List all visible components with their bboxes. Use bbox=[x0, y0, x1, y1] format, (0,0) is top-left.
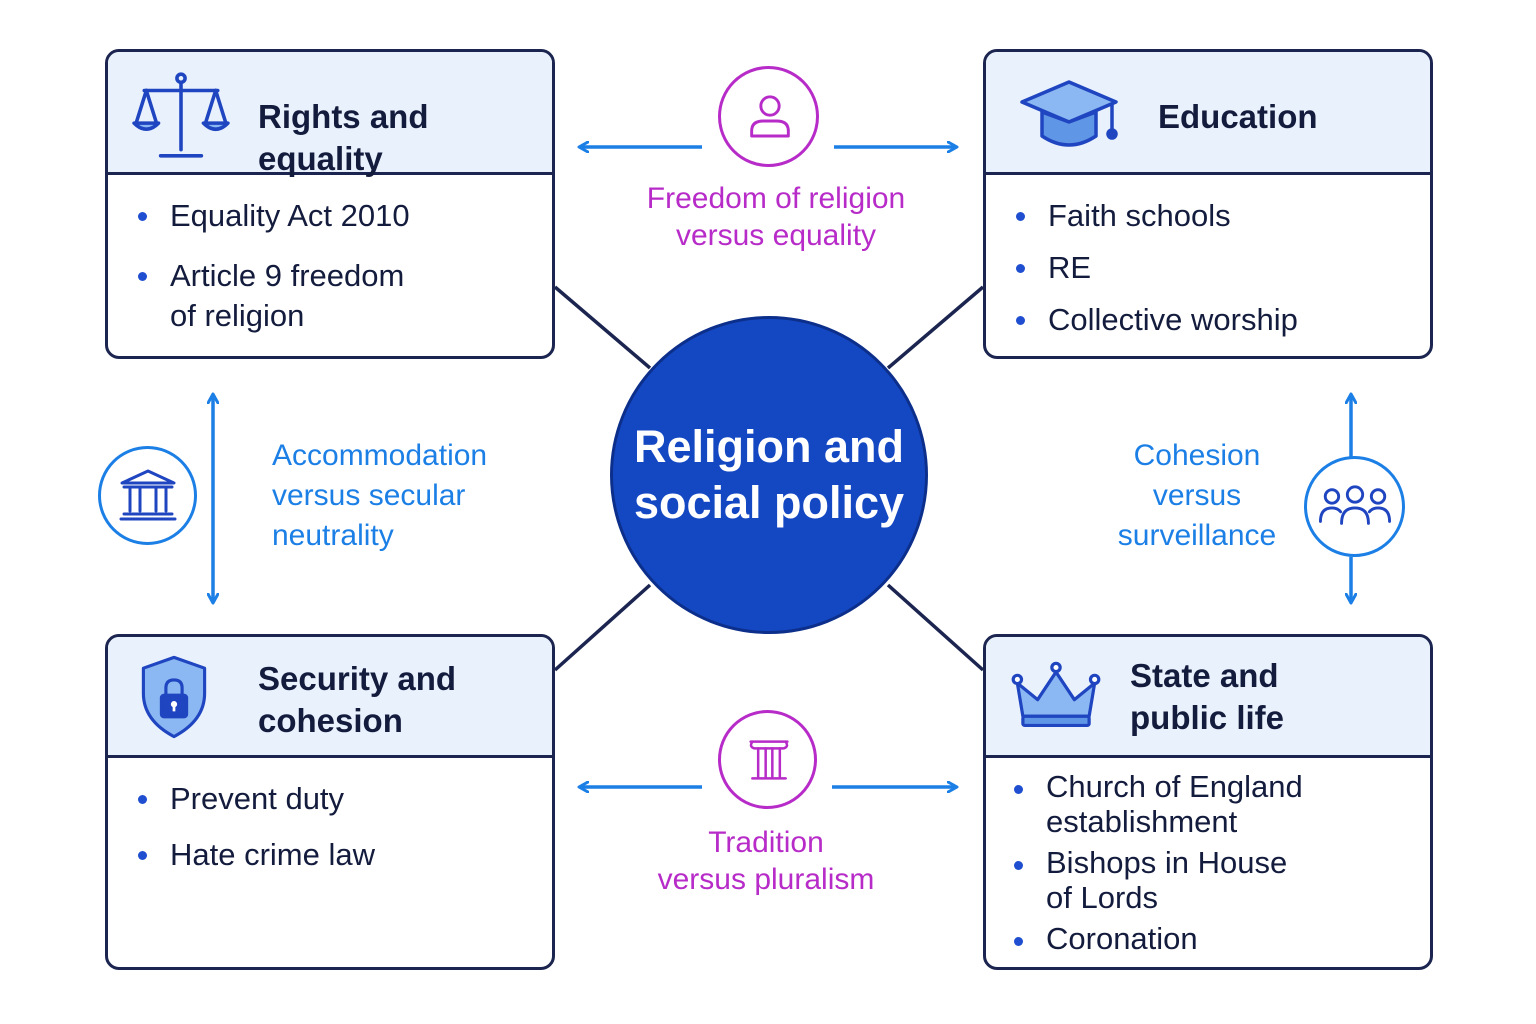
spoke-line-state bbox=[886, 583, 985, 672]
card-title: Education bbox=[1158, 98, 1318, 135]
list-item: Prevent duty bbox=[136, 779, 546, 819]
relation-right-icon-circle bbox=[1304, 456, 1405, 557]
card-header: Education bbox=[986, 52, 1430, 175]
list-item: Faith schools bbox=[1014, 196, 1424, 236]
list-item: Coronation bbox=[1012, 921, 1422, 956]
card-rights-and-equality: Rights and equality Equality Act 2010 Ar… bbox=[105, 49, 555, 359]
card-title: Rights and equality bbox=[258, 98, 429, 177]
central-topic-node: Religion and social policy bbox=[610, 316, 928, 634]
card-security-and-cohesion: Security and cohesion Prevent duty Hate … bbox=[105, 634, 555, 970]
list-item: Bishops in House of Lords bbox=[1012, 845, 1422, 915]
spoke-line-security bbox=[553, 583, 652, 672]
list-item: Church of England establishment bbox=[1012, 769, 1422, 839]
relation-left-label: Accommodation versus secular neutrality bbox=[272, 439, 488, 552]
relation-top-icon-circle bbox=[718, 66, 819, 167]
card-header: Rights and equality bbox=[108, 52, 552, 177]
institution-building-icon bbox=[119, 469, 177, 521]
relation-bottom-label: Tradition versus pluralism bbox=[657, 826, 875, 896]
bullet-list: Faith schools RE Collective worship bbox=[1014, 196, 1424, 340]
card-title: State and public life bbox=[1130, 657, 1285, 736]
shield-lock-icon bbox=[141, 655, 207, 739]
card-education: Education Faith schools RE Collective wo… bbox=[983, 49, 1433, 359]
spoke-line-rights bbox=[553, 285, 652, 370]
list-item: Article 9 freedom of religion bbox=[136, 256, 546, 336]
relation-left-icon-circle bbox=[98, 446, 197, 545]
relation-bottom-icon-circle bbox=[718, 710, 817, 809]
list-item: Equality Act 2010 bbox=[136, 196, 546, 236]
crown-icon bbox=[1011, 661, 1101, 728]
card-header: State and public life bbox=[986, 637, 1430, 758]
list-item: Hate crime law bbox=[136, 835, 546, 875]
central-topic-label: Religion and social policy bbox=[633, 421, 905, 528]
group-icon bbox=[1318, 485, 1391, 525]
bullet-list: Church of England establishment Bishops … bbox=[1012, 769, 1422, 956]
list-item: Collective worship bbox=[1014, 300, 1424, 340]
graduation-cap-icon bbox=[1020, 80, 1118, 147]
relation-top-label: Freedom of religion versus equality bbox=[646, 182, 906, 252]
scales-icon bbox=[132, 72, 230, 158]
bullet-list: Prevent duty Hate crime law bbox=[136, 779, 546, 875]
list-item: RE bbox=[1014, 248, 1424, 288]
column-pillar-icon bbox=[749, 740, 789, 780]
relation-right-label: Cohesion versus surveillance bbox=[1117, 439, 1277, 552]
card-header: Security and cohesion bbox=[108, 637, 552, 758]
card-state-and-public-life: State and public life Church of England … bbox=[983, 634, 1433, 970]
spoke-line-education bbox=[886, 285, 985, 370]
bullet-list: Equality Act 2010 Article 9 freedom of r… bbox=[136, 196, 546, 336]
person-icon bbox=[750, 95, 790, 138]
card-title: Security and cohesion bbox=[258, 660, 457, 739]
